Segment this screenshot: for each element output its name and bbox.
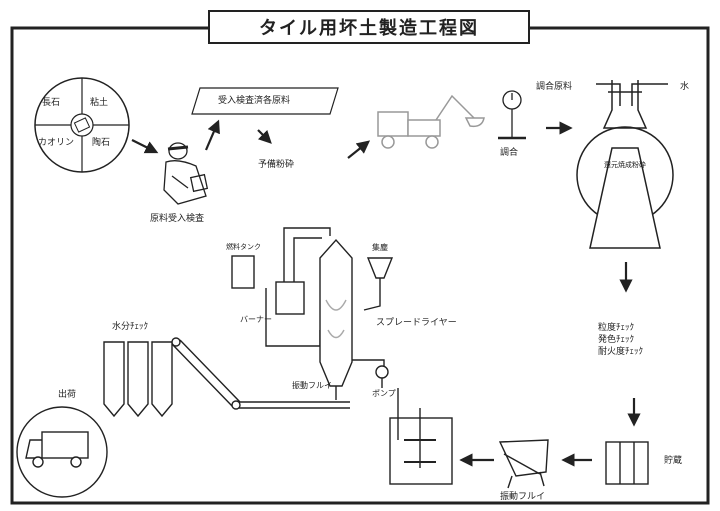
label-accepted-material: 受入検査済各原料 [218, 96, 291, 106]
vibrating-sieve-icon [498, 439, 549, 489]
label-moisture-check: 水分ﾁｪｯｸ [112, 322, 149, 332]
label-clay: 粘土 [90, 98, 109, 108]
label-storage: 貯蔵 [664, 456, 683, 466]
label-particle-check: 粒度ﾁｪｯｸ [598, 323, 635, 333]
label-water: 水 [680, 82, 690, 92]
accepted-material-box [191, 87, 339, 115]
check-list: 粒度ﾁｪｯｸ 発色ﾁｪｯｸ 耐火度ﾁｪｯｸ [598, 322, 643, 358]
label-vibrating-sieve: 振動フルイ [500, 492, 546, 502]
label-mixing-material: 調合原料 [536, 82, 573, 92]
outer-frame [10, 26, 710, 505]
inspector-icon [163, 142, 209, 205]
agitator-tank-icon [389, 388, 453, 485]
label-pre-crushing: 予備粉砕 [258, 160, 295, 170]
label-vibrating-sieve-2: 振動フルイ [292, 381, 332, 390]
flow-arrows [131, 119, 641, 467]
label-feldspar: 長石 [42, 98, 61, 108]
label-refractory-check: 耐火度ﾁｪｯｸ [598, 347, 644, 357]
label-color-check: 発色ﾁｪｯｸ [598, 335, 635, 345]
storage-bin-icon [605, 441, 649, 485]
label-spray-dryer: スプレードライヤー [376, 318, 457, 328]
diagram-title: タイル用坏土製造工程図 [208, 10, 530, 44]
silos-conveyor-icon [103, 337, 350, 418]
label-shipping: 出荷 [58, 390, 77, 400]
label-mill-inner: 還元焼成粉砕 [604, 161, 646, 169]
label-dust-collector: 集塵 [372, 243, 388, 252]
spray-dryer-icon [231, 227, 394, 400]
label-burner: バーナー [240, 315, 272, 324]
label-fuel-tank: 燃料タンク [226, 243, 261, 251]
shipping-truck-icon [16, 406, 108, 498]
label-material-inspection: 原料受入検査 [150, 214, 205, 224]
label-pump: ポンプ [372, 389, 396, 398]
label-weighing: 調合 [500, 148, 519, 158]
raw-material-wheel-icon [34, 77, 130, 173]
label-kaolin: カオリン [38, 138, 75, 148]
loader-truck-icon [377, 94, 485, 149]
scale-icon [498, 90, 526, 140]
label-pottery-stone: 陶石 [92, 138, 111, 148]
ball-mill-icon [576, 80, 674, 249]
